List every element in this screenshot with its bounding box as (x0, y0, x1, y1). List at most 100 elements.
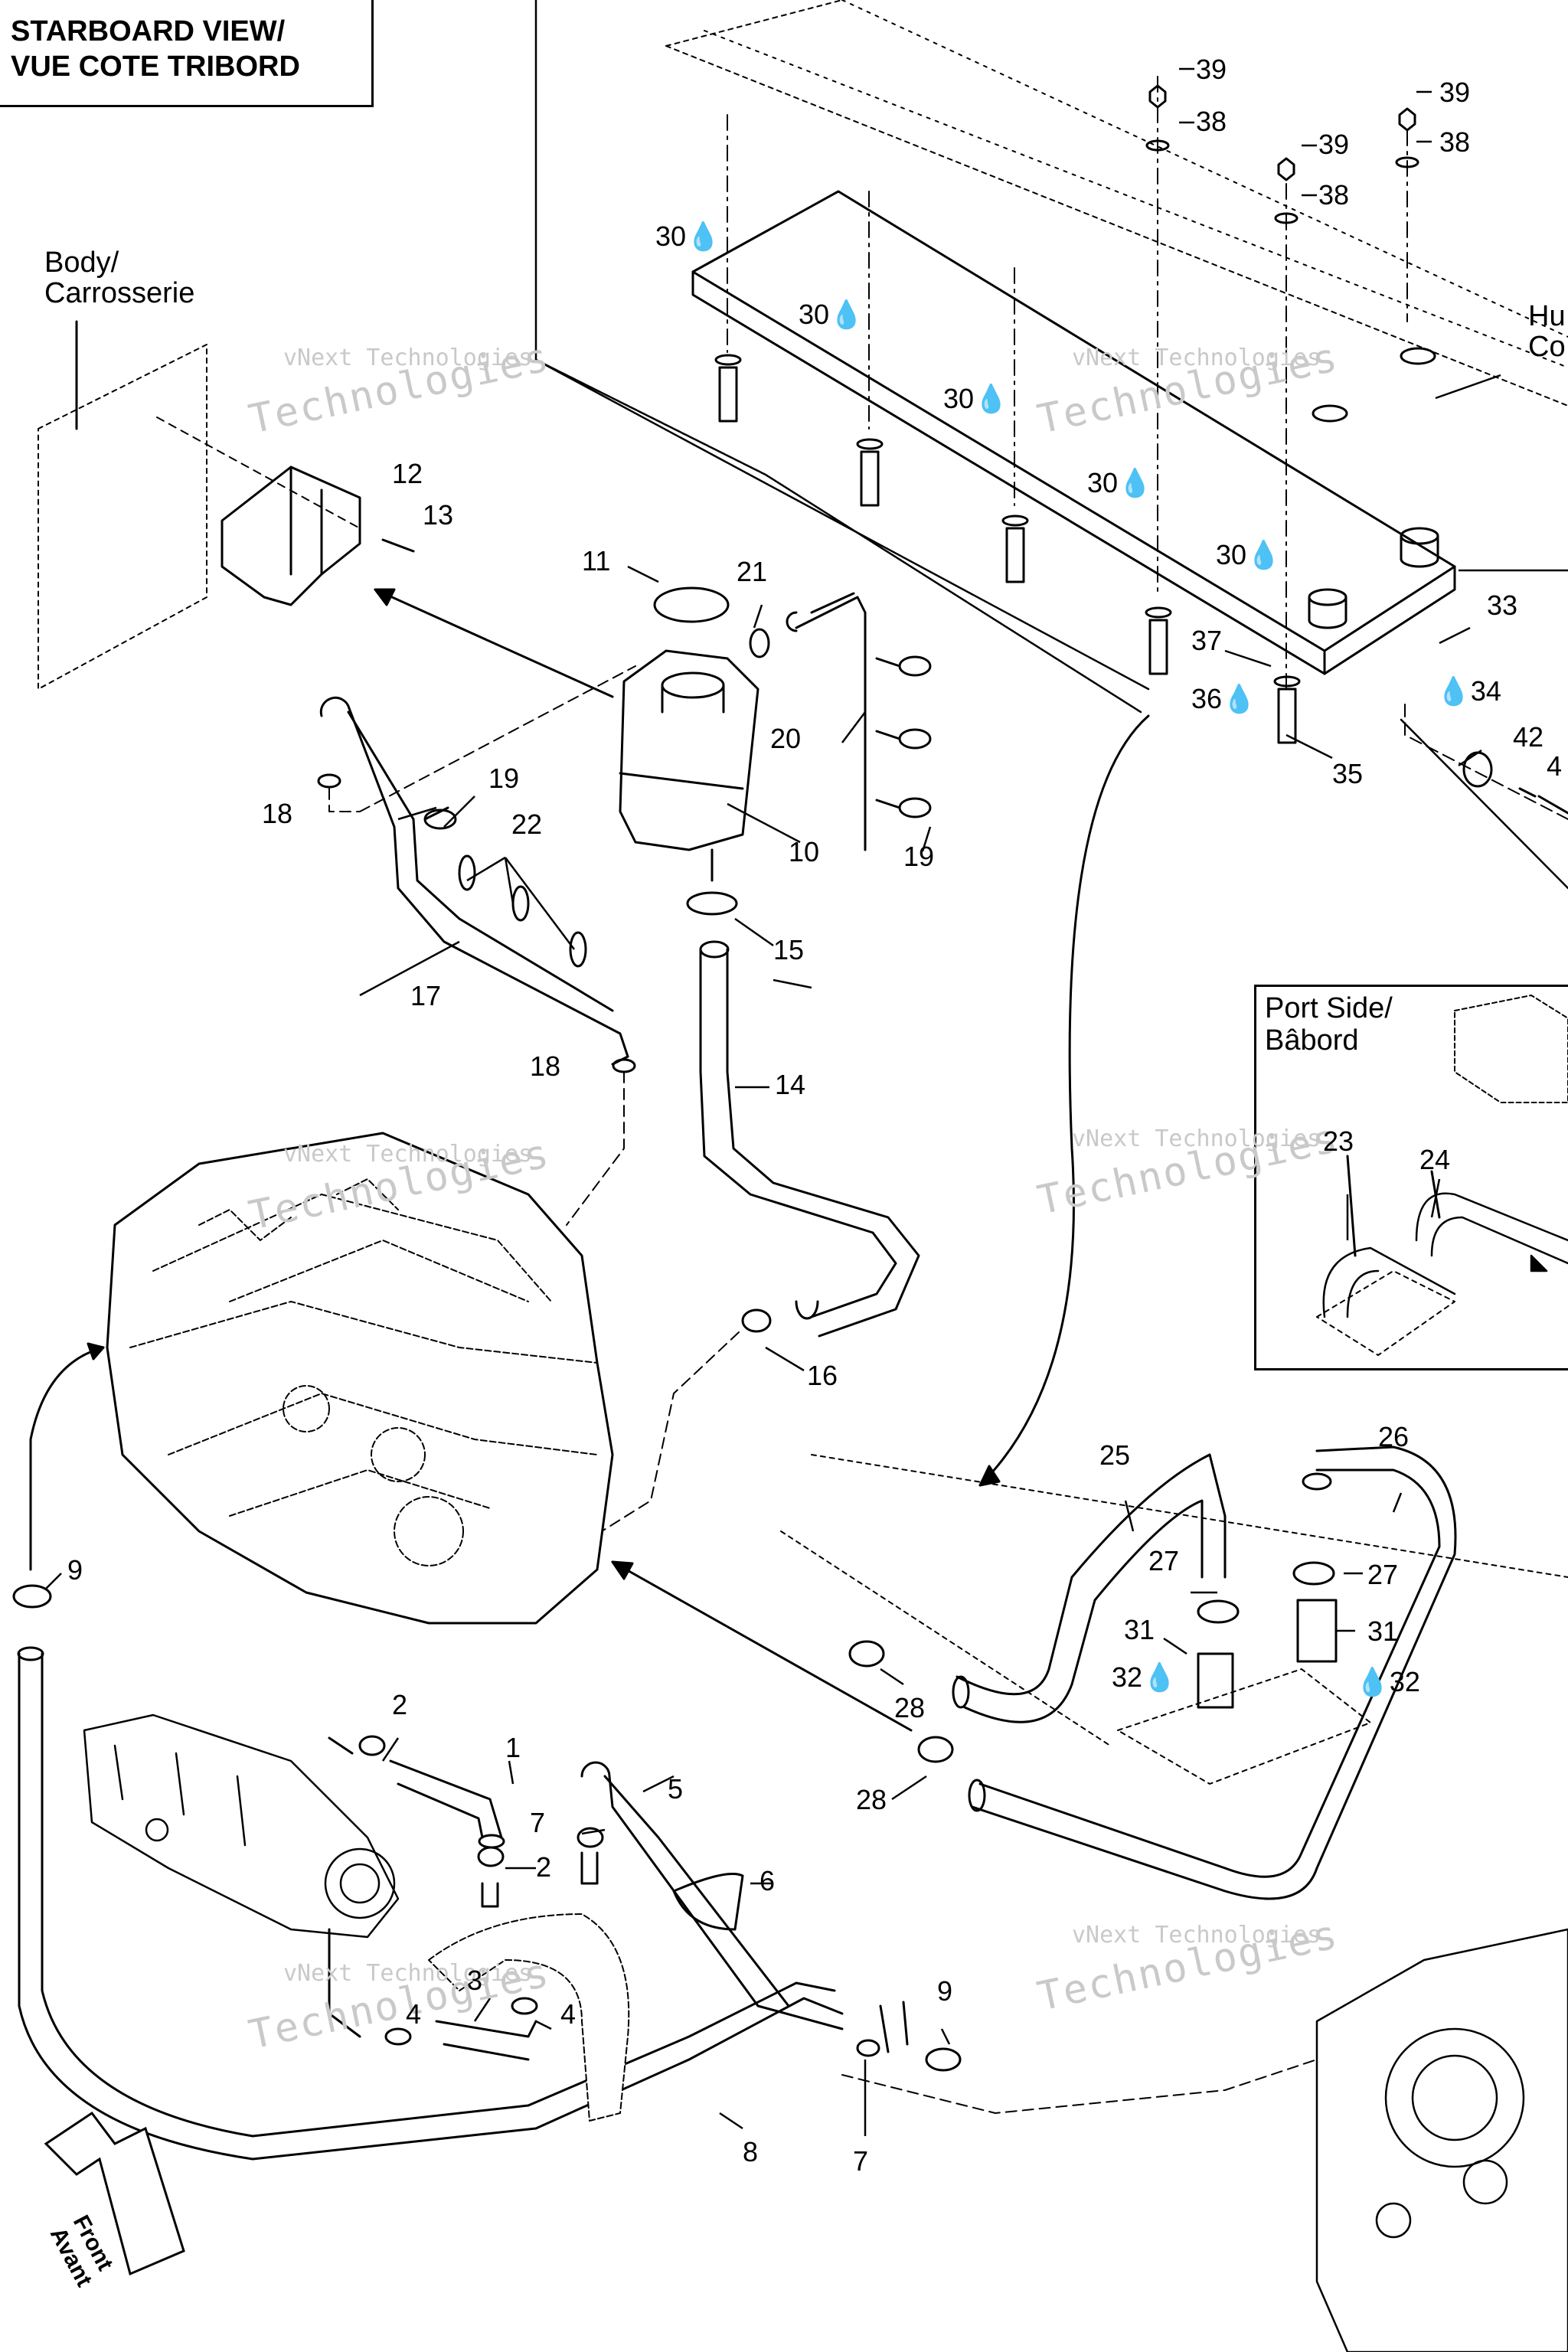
callout-21: 21 (737, 556, 768, 587)
callout-4: 4 (560, 1998, 577, 2030)
pump-assembly (83, 1713, 400, 1939)
watermark: vNext Technologies (1072, 1125, 1321, 1152)
callout-11: 11 (582, 545, 611, 577)
callout-20: 20 (770, 723, 802, 754)
callout-19: 19 (488, 763, 520, 794)
port-label-line2: Bâbord (1265, 1024, 1359, 1057)
callout-39: 39 (1196, 54, 1227, 85)
callout-24: 24 (1419, 1144, 1451, 1175)
watermark: Technologies (1034, 335, 1342, 444)
callout-32: 💧32 (1355, 1666, 1420, 1698)
callout-36: 36💧 (1191, 683, 1256, 715)
callout-16: 16 (807, 1360, 838, 1391)
callout-27: 27 (1367, 1559, 1399, 1590)
loctite-drop-icon: 💧 (1246, 539, 1281, 570)
callout-42: 42 (1513, 721, 1544, 753)
callout-32-number: 32 (1389, 1666, 1420, 1697)
callout-4: 4 (406, 1998, 422, 2030)
hull-label-line1: Hu (1528, 300, 1566, 332)
loctite-drop-icon: 💧 (829, 299, 864, 330)
callout-9: 9 (937, 1975, 953, 2007)
callout-30: 30💧 (655, 220, 720, 253)
callout-2: 2 (392, 1689, 408, 1720)
watermark: vNext Technologies (283, 1141, 532, 1168)
hull-mounts (1308, 347, 1439, 629)
callout-39: 39 (1439, 77, 1471, 108)
callout-36-number: 36 (1191, 683, 1223, 714)
callout-4-edge: 4 (1547, 750, 1563, 782)
callout-27: 27 (1148, 1545, 1180, 1576)
body-label-line2: Carrosserie (44, 277, 195, 309)
loctite-drop-icon: 💧 (1436, 675, 1471, 707)
callout-17: 17 (410, 980, 442, 1011)
watermark: Technologies (245, 1131, 554, 1240)
loctite-drop-icon: 💧 (686, 220, 720, 252)
callout-33: 33 (1487, 590, 1518, 621)
callout-31: 31 (1367, 1615, 1399, 1647)
body-label-line1: Body/ (44, 247, 119, 279)
watermark: vNext Technologies (283, 345, 532, 371)
callout-2: 2 (536, 1851, 552, 1883)
callout-38: 38 (1439, 126, 1471, 158)
callout-32: 32💧 (1112, 1661, 1177, 1694)
callout-25: 25 (1099, 1439, 1131, 1471)
callout-30-number: 30 (799, 299, 830, 330)
callout-38: 38 (1196, 106, 1227, 137)
watermark: vNext Technologies (1072, 345, 1321, 371)
watermark-line1: vNext Technologies (1072, 345, 1321, 371)
callout-28: 28 (894, 1692, 926, 1723)
callout-30-number: 30 (1216, 539, 1247, 570)
clamps (423, 628, 932, 968)
port-side-inset (1254, 985, 1568, 1370)
callout-30-number: 30 (943, 383, 975, 414)
watermark: Technologies (245, 1950, 554, 2060)
loctite-drop-icon: 💧 (1118, 467, 1152, 498)
callout-9: 9 (67, 1554, 83, 1586)
callout-30-number: 30 (655, 220, 687, 252)
callout-15: 15 (773, 934, 805, 965)
coolant-reservoir (619, 649, 760, 882)
callout-3: 3 (467, 1965, 483, 1996)
watermark-line1: vNext Technologies (283, 345, 533, 371)
support-bar (691, 190, 1456, 675)
callout-18: 18 (530, 1050, 561, 1082)
callout-28: 28 (856, 1784, 887, 1815)
callout-37: 37 (1191, 625, 1223, 656)
loctite-drop-icon: 💧 (974, 383, 1008, 414)
callout-38: 38 (1318, 179, 1350, 211)
callout-31: 31 (1124, 1614, 1155, 1645)
callout-1: 1 (505, 1732, 521, 1763)
watermark: Technologies (1034, 1116, 1342, 1225)
view-title-box: STARBOARD VIEW/ VUE COTE TRIBORD (0, 0, 374, 107)
watermark: Technologies (1034, 1912, 1342, 2021)
callout-35: 35 (1332, 758, 1364, 789)
loctite-drop-icon: 💧 (1355, 1666, 1390, 1697)
watermark: vNext Technologies (1072, 1922, 1321, 1949)
callout-7: 7 (853, 2145, 869, 2177)
callout-13: 13 (423, 499, 454, 531)
port-inset-hoses (1316, 995, 1568, 1356)
watermark-line1: vNext Technologies (283, 1141, 533, 1168)
callout-22: 22 (511, 808, 543, 840)
watermark: Technologies (245, 335, 554, 444)
callout-14: 14 (775, 1069, 806, 1100)
callout-30: 30💧 (943, 383, 1008, 415)
loctite-drop-icon: 💧 (1222, 683, 1256, 714)
callout-6: 6 (760, 1865, 776, 1896)
callout-8: 8 (743, 2136, 759, 2167)
callout-19: 19 (903, 841, 935, 872)
loctite-drop-icon: 💧 (1142, 1661, 1177, 1693)
engine-block (106, 1132, 614, 1625)
callout-23: 23 (1323, 1125, 1354, 1157)
callout-30: 30💧 (1216, 539, 1281, 571)
callout-12: 12 (392, 458, 423, 489)
hull-label-line2: Co (1528, 331, 1566, 363)
callout-10: 10 (789, 836, 820, 867)
callout-18: 18 (262, 798, 293, 829)
watermark-line1: vNext Technologies (1072, 1922, 1321, 1949)
callout-30: 30💧 (1087, 467, 1152, 499)
nuts-washers (1145, 84, 1419, 224)
watermark-line1: vNext Technologies (283, 1960, 533, 1987)
